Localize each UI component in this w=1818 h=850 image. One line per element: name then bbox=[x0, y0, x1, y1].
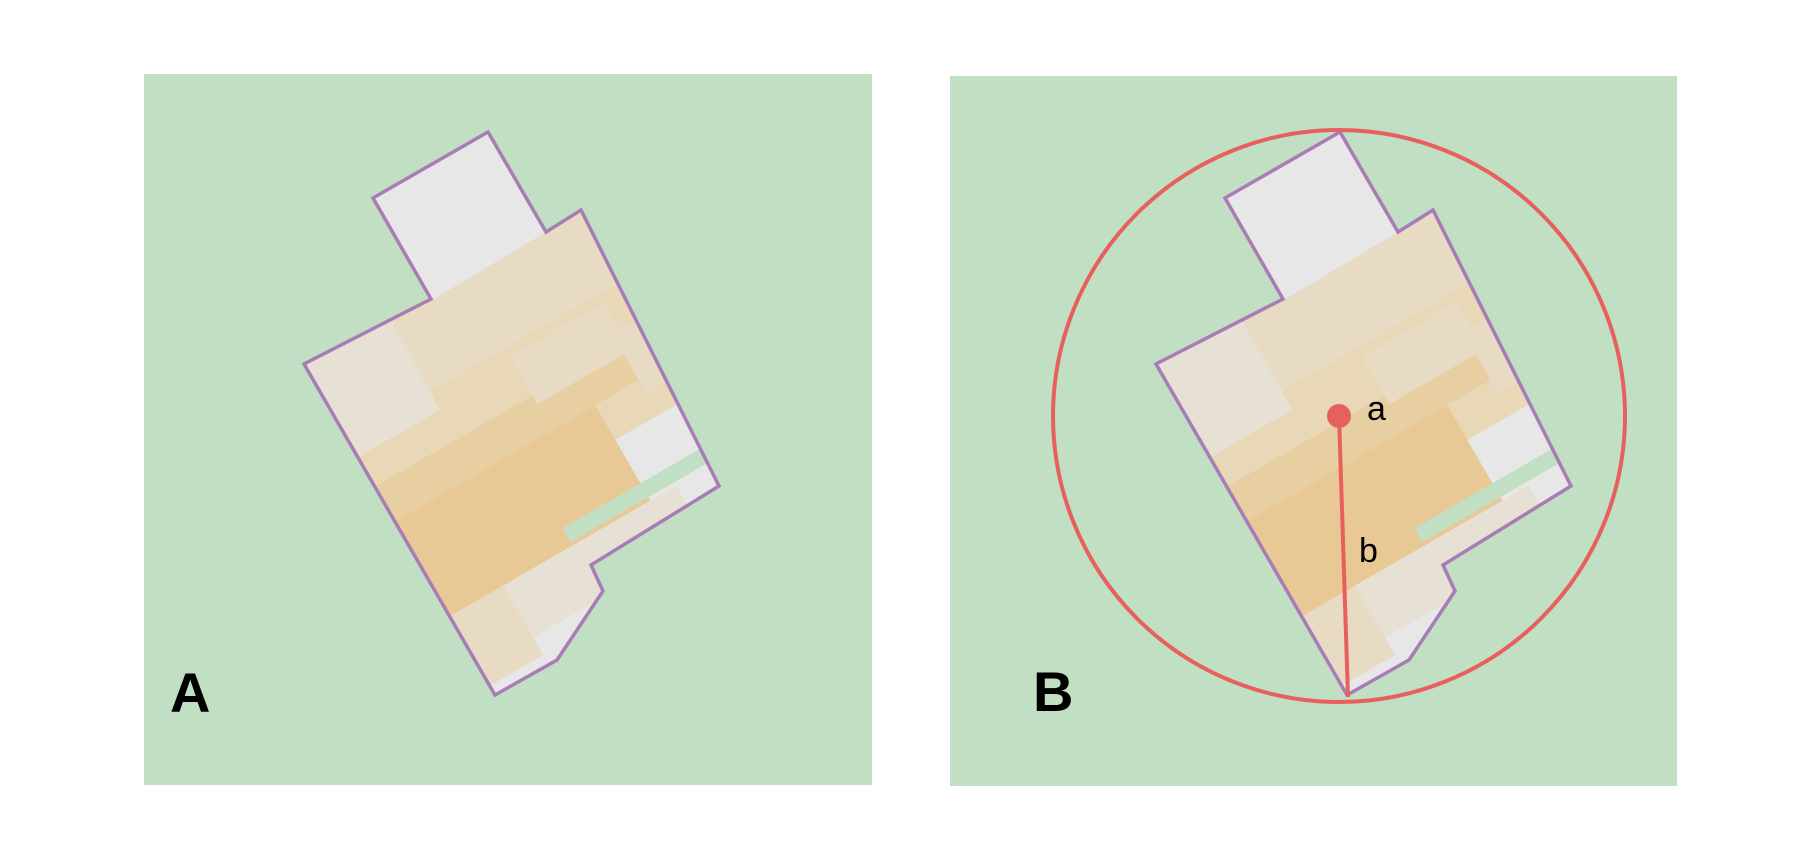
center-point bbox=[1327, 404, 1351, 428]
center-label: a bbox=[1367, 390, 1386, 428]
zone-band-7 bbox=[1467, 324, 1571, 471]
radius-line bbox=[1337, 415, 1350, 698]
panel-a-label: A bbox=[170, 661, 210, 724]
zone-band-10 bbox=[1361, 301, 1485, 405]
building-wing-west bbox=[304, 320, 440, 456]
grass-strip-3 bbox=[1414, 448, 1562, 543]
building-outline bbox=[1153, 129, 1574, 698]
building-outline bbox=[301, 129, 722, 698]
zone-band-10 bbox=[509, 301, 633, 405]
building-wing-west bbox=[1156, 320, 1292, 456]
zone-band-7 bbox=[615, 324, 719, 471]
panel-a: A bbox=[144, 74, 872, 785]
radius-label: b bbox=[1359, 532, 1378, 570]
panel-b: a b B bbox=[950, 76, 1677, 786]
grass-strip-3 bbox=[562, 448, 710, 543]
enclosing-circle bbox=[1051, 128, 1627, 704]
panel-b-label: B bbox=[1033, 660, 1073, 723]
